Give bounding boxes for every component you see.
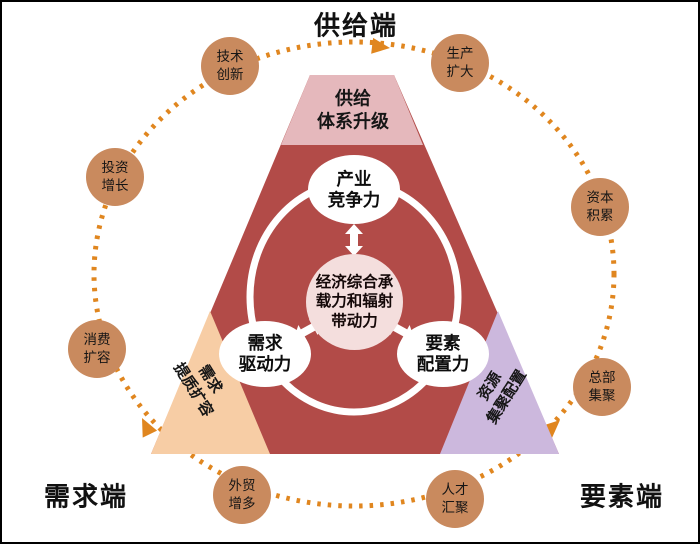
factor-allocation-force-circle: 要素 配置力 [397,321,489,387]
supply-wedge [281,75,423,145]
factor-wedge [440,311,559,454]
cycle-arrow-top-icon [371,37,390,54]
label-demand-end: 需求端 [43,481,129,512]
cycle-node-capital-accumulation: 资本积累 [571,178,629,236]
cycle-node-talent-gathering: 人才汇聚 [426,470,484,528]
demand-wedge [151,311,270,454]
arrow-center-to-top-icon [345,224,363,256]
demand-driving-force-circle: 需求 驱动力 [219,321,311,387]
supply-wedge-label: 供给 体系升级 [317,88,389,132]
industry-competitiveness-circle: 产业 竞争力 [308,155,400,224]
label-supply-end: 供给端 [313,10,399,41]
cycle-arrow-bottom-right-icon [541,420,560,438]
cycle-node-investment-growth: 投资增长 [86,148,144,206]
cycle-node-production-expansion: 生产扩大 [431,34,489,92]
cycle-arrow-bottom-left-icon [142,418,158,438]
economic-carrying-capacity-circle: 经济综合承 载力和辐射 带动力 [306,254,403,350]
cycle-node-consumption-expansion: 消费扩容 [68,320,126,378]
cycle-dotted-ring [91,39,617,509]
cycle-node-foreign-trade-increase: 外贸增多 [213,466,271,524]
cycle-node-headquarters-clustering: 总部集聚 [573,358,631,416]
cycle-node-tech-innovation: 技术创新 [201,37,259,95]
label-factor-end: 要素端 [579,481,665,512]
